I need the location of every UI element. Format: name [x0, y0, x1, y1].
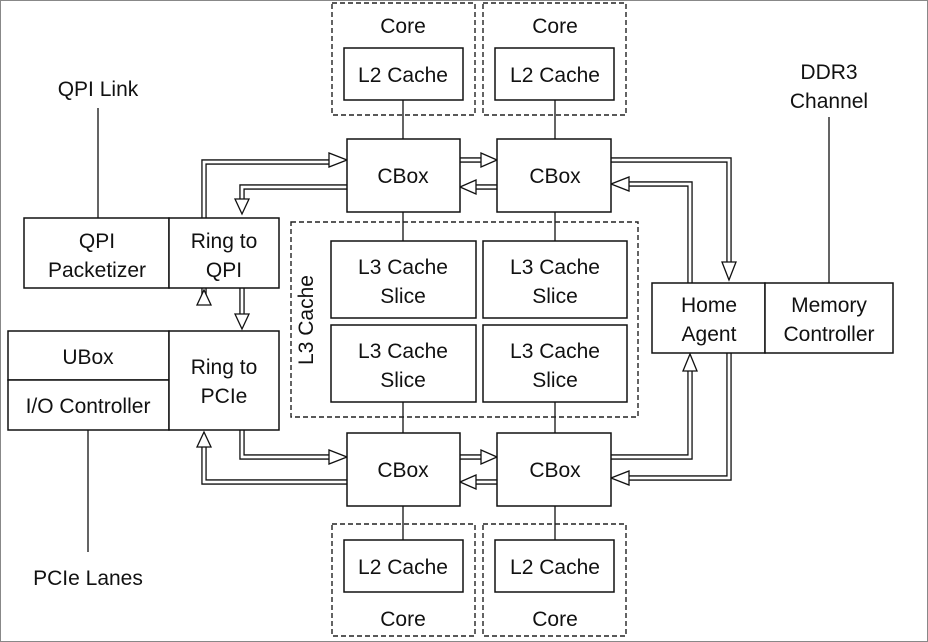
arrow-down-icon — [233, 313, 251, 331]
home-agent-line1: Home — [681, 294, 737, 317]
l2-cache-label: L2 Cache — [510, 556, 600, 579]
l3-cache-slice: L3 Cache Slice — [482, 240, 628, 319]
cbox-bottom-right: CBox — [496, 432, 612, 507]
qpi-packetizer-line1: QPI — [79, 230, 115, 253]
l3-cache-slice: L3 Cache Slice — [330, 240, 477, 319]
arrow-up-icon — [195, 288, 213, 306]
ubox-label: UBox — [62, 346, 114, 369]
home-agent: Home Agent — [651, 282, 766, 354]
ring-to-qpi: Ring to QPI — [168, 217, 280, 289]
cbox-label: CBox — [377, 459, 429, 482]
cbox-label: CBox — [529, 459, 581, 482]
cbox-top-right: CBox — [496, 138, 612, 213]
l2-cache-top-right: L2 Cache — [494, 47, 615, 101]
ddr3-channel-line2: Channel — [790, 90, 868, 113]
qpi-packetizer-line2: Packetizer — [48, 259, 146, 282]
core-label-bottom-right: Core — [532, 608, 578, 631]
l2-cache-bottom-right: L2 Cache — [494, 539, 615, 593]
arrow-up-icon — [195, 430, 213, 448]
slice-line2: Slice — [380, 285, 426, 308]
slice-line2: Slice — [532, 369, 578, 392]
core-label-top-right: Core — [532, 15, 578, 38]
l2-cache-bottom-left: L2 Cache — [343, 539, 464, 593]
ring-to-qpi-line1: Ring to — [191, 230, 258, 253]
home-agent-line2: Agent — [682, 323, 737, 346]
l3-cache-region — [290, 221, 639, 418]
arrow-up-icon — [682, 352, 698, 372]
l3-cache-slice: L3 Cache Slice — [330, 324, 477, 403]
ring-to-qpi-line2: QPI — [206, 259, 242, 282]
arrow-right-icon — [480, 152, 499, 168]
arrow-left-icon — [458, 179, 477, 195]
core-label-top-left: Core — [380, 15, 426, 38]
arrow-right-icon — [480, 449, 499, 465]
ring-buses — [201, 157, 732, 485]
core-label-bottom-left: Core — [380, 608, 426, 631]
ring-to-pcie-line1: Ring to — [191, 356, 258, 379]
l2-cache-label: L2 Cache — [358, 64, 448, 87]
slice-line1: L3 Cache — [358, 256, 448, 279]
io-controller: I/O Controller — [7, 379, 170, 431]
l2-cache-top-left: L2 Cache — [343, 47, 464, 101]
l3-cache-slice: L3 Cache Slice — [482, 324, 628, 403]
cbox-bottom-left: CBox — [346, 432, 461, 507]
arrow-right-icon — [328, 449, 349, 465]
ring-to-pcie: Ring to PCIe — [168, 330, 280, 431]
cbox-top-left: CBox — [346, 138, 461, 213]
slice-line1: L3 Cache — [510, 256, 600, 279]
memory-controller: Memory Controller — [764, 282, 894, 354]
cbox-label: CBox — [529, 165, 581, 188]
arrow-right-icon — [328, 152, 349, 168]
arrow-down-icon — [721, 261, 737, 282]
slice-line1: L3 Cache — [510, 340, 600, 363]
qpi-link-label: QPI Link — [58, 78, 139, 101]
arrow-left-icon — [609, 176, 630, 192]
arrow-left-icon — [609, 470, 630, 486]
ddr3-channel-line1: DDR3 — [800, 61, 857, 84]
l2-cache-label: L2 Cache — [510, 64, 600, 87]
slice-line2: Slice — [532, 285, 578, 308]
l2-cache-label: L2 Cache — [358, 556, 448, 579]
slice-line2: Slice — [380, 369, 426, 392]
connector-lines — [87, 100, 830, 552]
pcie-lanes-label: PCIe Lanes — [33, 567, 143, 590]
io-controller-label: I/O Controller — [26, 395, 151, 418]
ring-to-pcie-line2: PCIe — [201, 385, 248, 408]
qpi-packetizer: QPI Packetizer — [23, 217, 170, 289]
arrow-left-icon — [458, 474, 477, 490]
cbox-label: CBox — [377, 165, 429, 188]
memory-controller-line2: Controller — [783, 323, 874, 346]
slice-line1: L3 Cache — [358, 340, 448, 363]
arrow-down-icon — [233, 198, 251, 216]
l3-cache-label: L3 Cache — [295, 275, 318, 365]
arrow-heads — [195, 152, 737, 490]
ubox: UBox — [7, 330, 170, 381]
memory-controller-line1: Memory — [791, 294, 867, 317]
